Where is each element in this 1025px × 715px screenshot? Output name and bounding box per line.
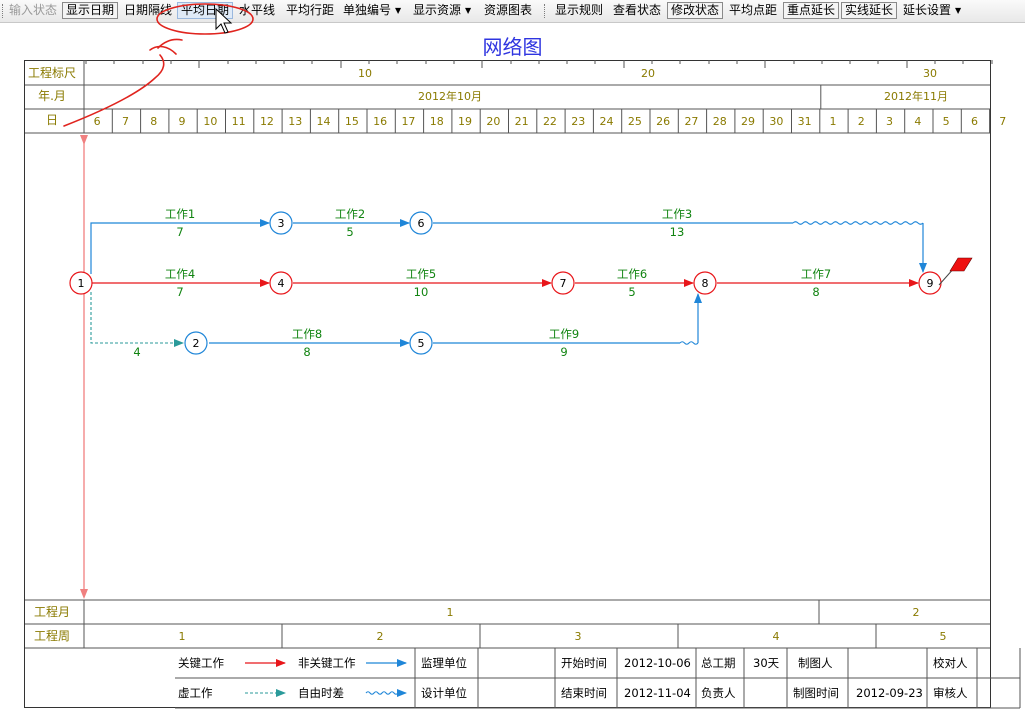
show-resources-dropdown[interactable]: 显示资源▼ [410,2,474,19]
date-gridline-button[interactable]: 日期隔线 [124,3,173,17]
average-point-spacing-button[interactable]: 平均点距 [729,3,778,17]
toolbar-grip[interactable] [2,4,5,18]
dropdown-arrow-icon: ▼ [395,6,402,15]
day-label: 7 [999,115,1006,128]
display-rules-button[interactable]: 显示规则 [555,3,604,17]
network-diagram-frame [24,60,991,708]
separate-numbering-label: 单独编号 [343,3,392,17]
input-state-button[interactable]: 输入状态 [9,3,58,17]
horizontal-line-button[interactable]: 水平线 [239,3,276,17]
resource-chart-button[interactable]: 资源图表 [484,3,533,17]
key-point-extend-button[interactable]: 重点延长 [783,2,840,19]
average-row-spacing-button[interactable]: 平均行距 [286,3,335,17]
modify-state-button[interactable]: 修改状态 [667,2,724,19]
dropdown-arrow-icon: ▼ [955,6,962,15]
view-state-button[interactable]: 查看状态 [613,3,662,17]
dropdown-arrow-icon: ▼ [465,6,472,15]
chart-title: 网络图 [482,35,543,59]
average-date-button[interactable]: 平均日期 [177,2,234,19]
extend-settings-label: 延长设置 [903,3,952,17]
extend-settings-dropdown[interactable]: 延长设置▼ [900,2,964,19]
solid-line-extend-button[interactable]: 实线延长 [841,2,898,19]
toolbar-grip[interactable] [544,4,547,18]
toolbar: 输入状态 显示日期 日期隔线 平均日期 水平线 平均行距 单独编号▼ 显示资源▼… [0,0,1025,23]
show-date-button[interactable]: 显示日期 [62,2,119,19]
show-resources-label: 显示资源 [413,3,462,17]
separate-numbering-dropdown[interactable]: 单独编号▼ [340,2,404,19]
